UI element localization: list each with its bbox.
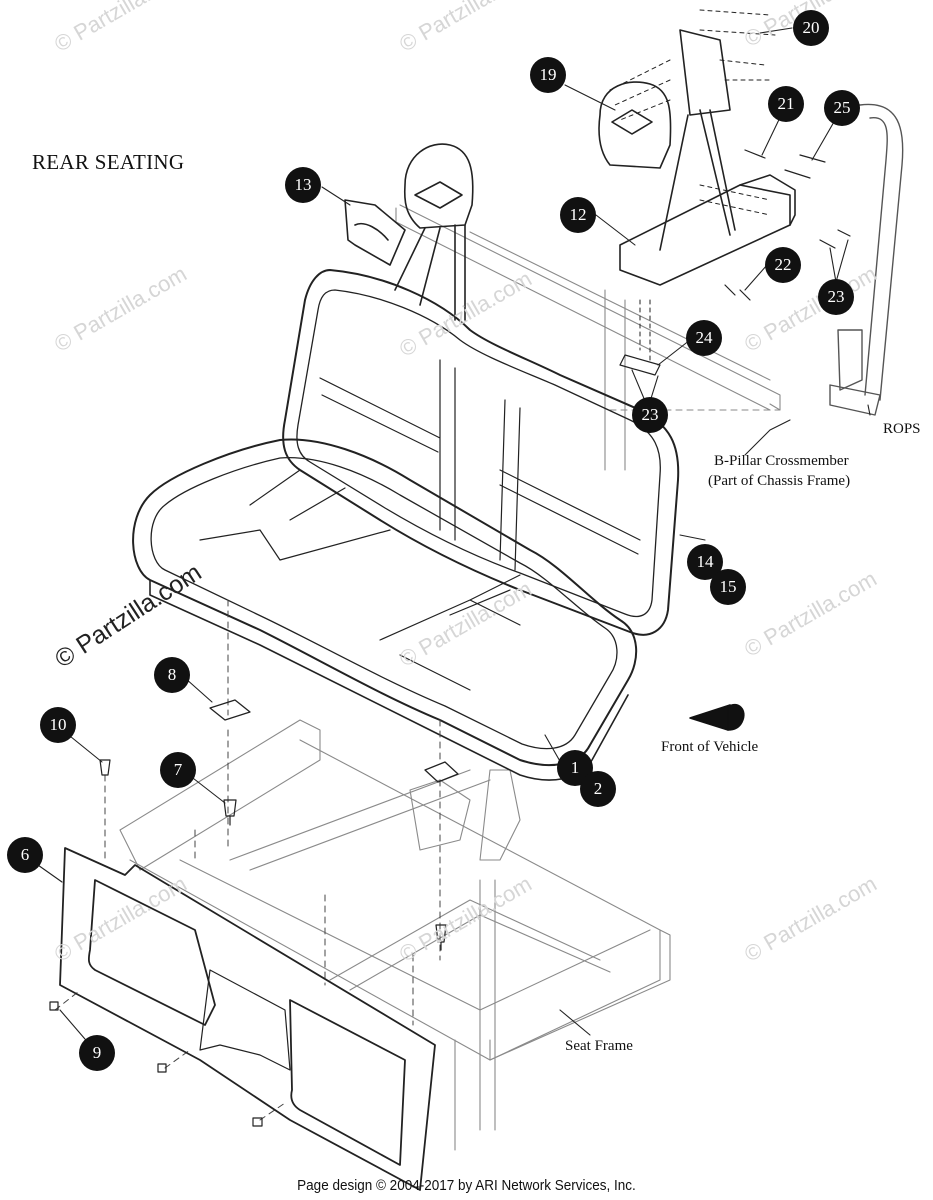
seat-frame: [119, 719, 671, 1151]
callout-10[interactable]: 10: [40, 707, 76, 743]
callout-12[interactable]: 12: [560, 197, 596, 233]
callout-23-lower[interactable]: 23: [632, 397, 668, 433]
callout-6[interactable]: 6: [7, 837, 43, 873]
headrest-bracket: [598, 29, 796, 286]
seat-bottom-cushion: [132, 438, 638, 781]
front-arrow-icon: [689, 703, 745, 731]
callout-23-upper[interactable]: 23: [818, 279, 854, 315]
rear-panel: [59, 847, 436, 1191]
callout-20[interactable]: 20: [793, 10, 829, 46]
b-pillar-label-line2: (Part of Chassis Frame): [708, 473, 851, 489]
rops-tube: [829, 103, 904, 416]
callout-8[interactable]: 8: [154, 657, 190, 693]
seat-headrest: [394, 143, 474, 321]
callout-9[interactable]: 9: [79, 1035, 115, 1071]
rops-label: ROPS: [883, 421, 921, 437]
callout-13[interactable]: 13: [285, 167, 321, 203]
assembly-lines: [54, 599, 441, 1121]
callout-15[interactable]: 15: [710, 569, 746, 605]
b-pillar-crossmember: [395, 204, 781, 471]
callout-25[interactable]: 25: [824, 90, 860, 126]
seat-back-cushion: [282, 269, 680, 636]
seat-frame-label: Seat Frame: [565, 1038, 633, 1054]
hardware-bolts: [609, 9, 851, 376]
callout-2[interactable]: 2: [580, 771, 616, 807]
front-of-vehicle-label: Front of Vehicle: [661, 739, 759, 755]
callout-24[interactable]: 24: [686, 320, 722, 356]
callout-7[interactable]: 7: [160, 752, 196, 788]
page-title: REAR SEATING: [32, 150, 185, 174]
callout-22[interactable]: 22: [765, 247, 801, 283]
footer-copyright: Page design © 2004-2017 by ARI Network S…: [297, 1177, 636, 1194]
leader-lines: [27, 27, 871, 1054]
b-pillar-label-line1: B-Pillar Crossmember: [714, 453, 849, 469]
side-bracket: [344, 199, 406, 266]
callout-19[interactable]: 19: [530, 57, 566, 93]
callout-21[interactable]: 21: [768, 86, 804, 122]
fasteners: [49, 759, 447, 1127]
seat-pads: [209, 699, 459, 783]
